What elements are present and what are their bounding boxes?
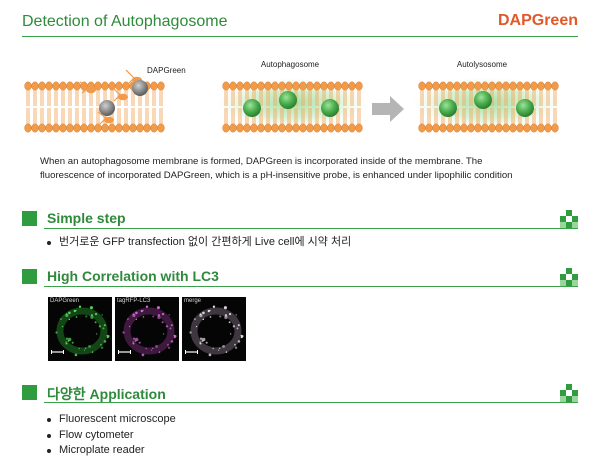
mechanism-diagram: DAPGreen Autophagosome Autolysosome [22,48,578,148]
lipid-bilayer-autolysosome [412,77,562,133]
section-title: 다양한 Application [47,386,166,402]
section-title: High Correlation with LC3 [47,268,219,284]
scale-bar [118,350,131,354]
transition-arrow [372,96,404,122]
scale-bar [185,350,198,354]
application-list: Fluorescent microscope Flow cytometer Mi… [46,412,176,459]
autolysosome-label: Autolysosome [457,60,508,69]
list-item: Fluorescent microscope [46,412,176,428]
section-simple-step: Simple step [22,210,578,234]
section-application: 다양한 Application [22,384,578,408]
section-divider [44,286,578,287]
free-probe-molecules [79,69,148,125]
caption-line-1: When an autophagosome membrane is formed… [40,156,483,167]
microscopy-panels: DAPGreen tagRFP-LC3 merge [48,297,248,361]
list-item: Microplate reader [46,443,176,459]
microscopy-panel-merge: merge [182,297,246,361]
list-item: 번거로운 GFP transfection 없이 간편하게 Live cell에… [46,235,351,251]
section-marker [22,211,37,226]
simple-step-list: 번거로운 GFP transfection 없이 간편하게 Live cell에… [46,235,351,251]
section-divider [44,402,578,403]
section-marker [22,269,37,284]
microscopy-panel-dapgreen: DAPGreen [48,297,112,361]
list-item: Flow cytometer [46,428,176,444]
checker-icon [560,384,578,402]
diagram-caption: When an autophagosome membrane is formed… [40,155,570,183]
section-title: Simple step [47,210,126,226]
lipid-bilayer-autophagosome [217,78,367,133]
caption-line-2: fluorescence of incorporated DAPGreen, w… [40,170,513,181]
panel-label: DAPGreen [50,298,80,304]
autophagosome-label: Autophagosome [261,60,320,69]
section-marker [22,385,37,400]
brand-name: DAPGreen [497,12,578,29]
checker-icon [560,210,578,228]
checker-icon [560,268,578,286]
page-title: Detection of Autophagosome [22,13,228,30]
section-correlation: High Correlation with LC3 [22,268,578,292]
header-divider [22,36,578,37]
panel-label: merge [184,298,202,304]
microscopy-panel-tagrfp-lc3: tagRFP-LC3 [115,297,179,361]
scale-bar [51,350,64,354]
section-divider [44,228,578,229]
panel-label: tagRFP-LC3 [117,298,151,304]
probe-label: DAPGreen [147,66,186,75]
page-header: Detection of Autophagosome DAPGreen [22,11,578,35]
